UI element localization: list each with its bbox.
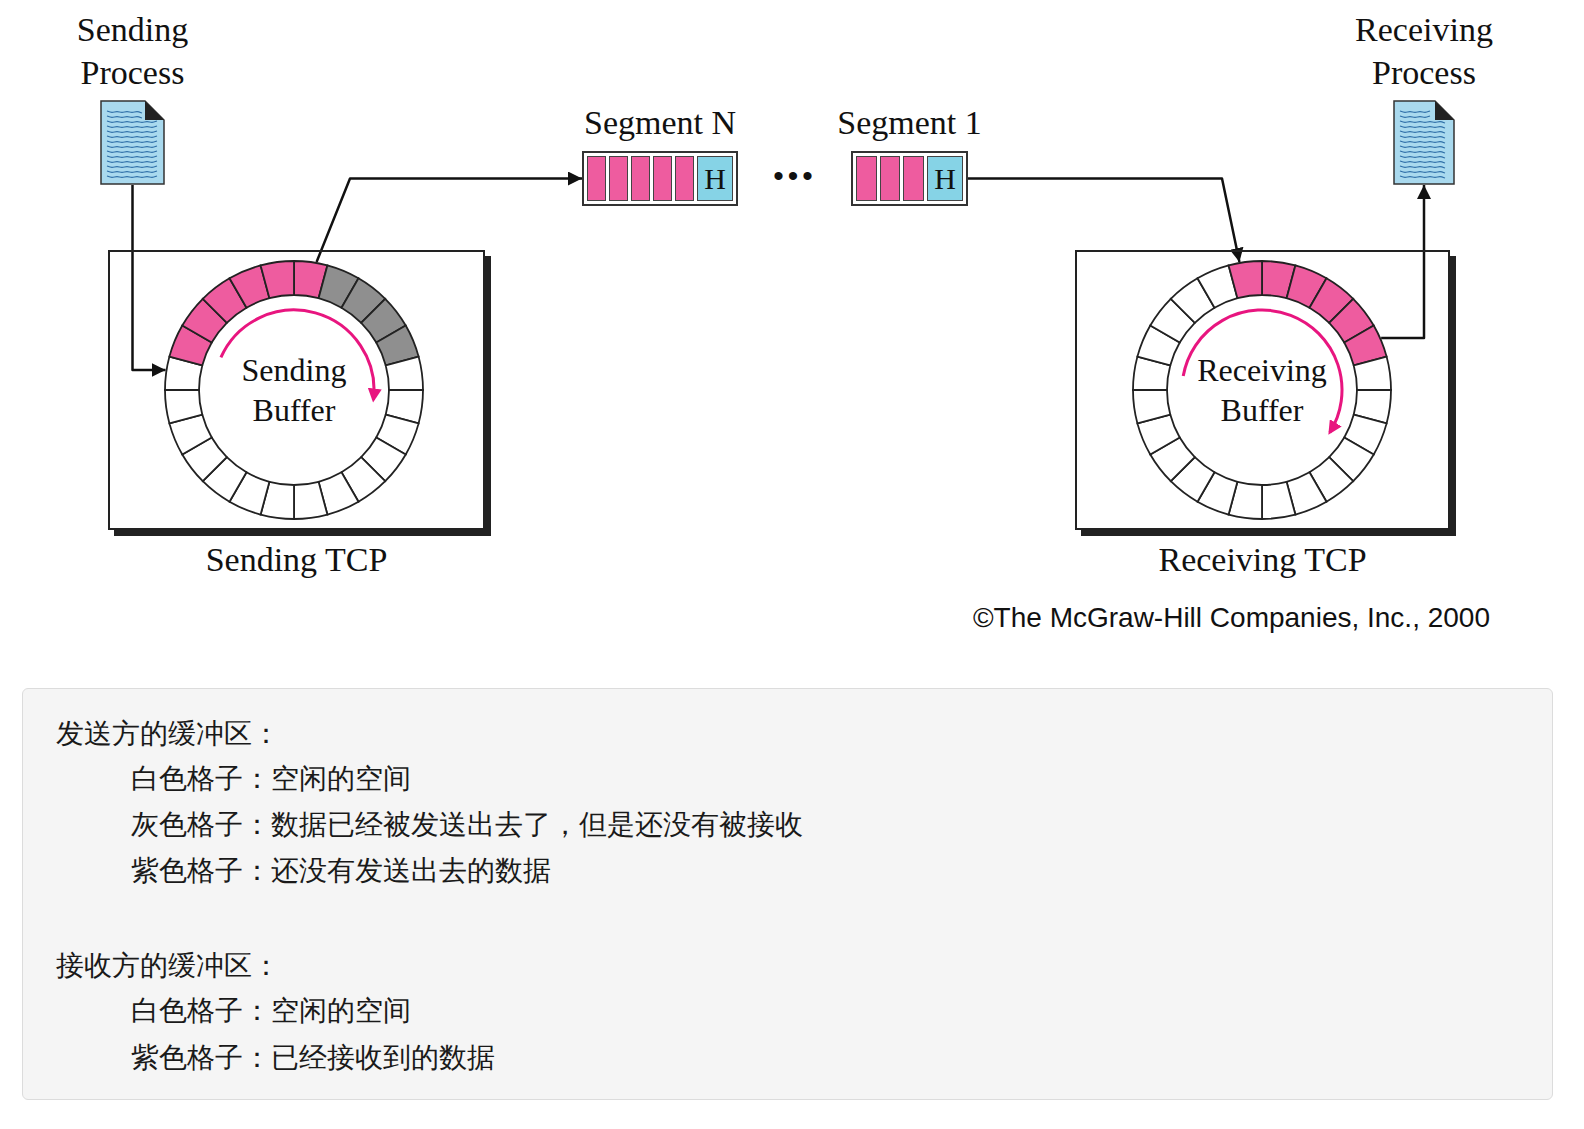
document-line [1400, 171, 1445, 173]
ring-drawing [1132, 260, 1392, 520]
document-line [107, 156, 157, 157]
document-line [107, 141, 157, 142]
buffer-cell [386, 357, 423, 390]
document-line [107, 116, 142, 118]
document-line [1400, 146, 1445, 148]
buffer-cell [1262, 482, 1295, 519]
segment-label: Segment N [584, 103, 736, 143]
data-cell [609, 156, 628, 201]
document-line [107, 146, 157, 147]
ellipsis-mark: ••• [773, 158, 817, 194]
note-line: 接收方的缓冲区： [56, 946, 280, 986]
header-label: H [704, 164, 726, 194]
copyright-note: ©The McGraw-Hill Companies, Inc., 2000 [973, 600, 1490, 636]
process-label: Sending Process [48, 8, 218, 94]
buffer-cell [294, 482, 327, 519]
note-line: 发送方的缓冲区： [56, 714, 280, 754]
document-line [1400, 121, 1445, 123]
process-label: Receiving Process [1339, 8, 1509, 94]
document-line [107, 121, 157, 122]
document-line [1400, 161, 1445, 163]
buffer-cell [165, 390, 202, 423]
document-line [1400, 176, 1445, 178]
buffer-ring: Receiving Buffer [1132, 260, 1392, 520]
tcp-box: Sending BufferSending TCP [108, 250, 485, 530]
document-line [107, 111, 142, 113]
document-line [1400, 116, 1430, 117]
flow-arrow [1381, 185, 1424, 338]
tcp-box: Receiving BufferReceiving TCP [1075, 250, 1450, 530]
note-line: 灰色格子：数据已经被发送出去了，但是还没有被接收 [131, 805, 803, 845]
document-line [1400, 111, 1430, 112]
tcp-label: Sending TCP [206, 540, 388, 580]
process-document: Receiving Process [1393, 100, 1455, 185]
buffer-label: Receiving Buffer [1182, 350, 1342, 430]
note-line: 紫色格子：还没有发送出去的数据 [131, 851, 551, 891]
buffer-ring: Sending Buffer [164, 260, 424, 520]
document-line [1400, 131, 1445, 133]
segment-box: HSegment 1 [851, 151, 968, 206]
header-cell: H [697, 156, 733, 201]
document-fold [145, 101, 164, 120]
document-line [107, 176, 157, 177]
document-line [1400, 126, 1445, 128]
data-cell [631, 156, 650, 201]
buffer-cell [1133, 390, 1170, 423]
document-line [107, 151, 157, 152]
document-icon [1393, 100, 1455, 185]
document-line [107, 126, 157, 127]
data-cell [880, 156, 901, 201]
note-line: 白色格子：空闲的空间 [131, 991, 411, 1031]
document-line [1400, 156, 1445, 158]
buffer-cell [261, 261, 294, 298]
segment-box: HSegment N [582, 151, 738, 206]
document-line [1400, 166, 1445, 168]
document-line [107, 136, 157, 137]
process-document: Sending Process [100, 100, 165, 185]
data-cell [903, 156, 924, 201]
document-line [1400, 151, 1445, 153]
buffer-label: Sending Buffer [214, 350, 374, 430]
data-cell [653, 156, 672, 201]
document-line [107, 161, 157, 162]
data-cell [856, 156, 877, 201]
document-icon [100, 100, 165, 185]
header-label: H [934, 164, 956, 194]
document-line [1400, 141, 1445, 143]
document-line [107, 166, 157, 167]
note-panel: 发送方的缓冲区：白色格子：空闲的空间灰色格子：数据已经被发送出去了，但是还没有被… [22, 688, 1553, 1100]
document-fold [1435, 101, 1454, 120]
document-line [1400, 136, 1445, 138]
note-line: 白色格子：空闲的空间 [131, 759, 411, 799]
data-cell [587, 156, 606, 201]
data-cell [675, 156, 694, 201]
document-body [101, 101, 164, 184]
flow-arrow [133, 185, 166, 370]
buffer-cell [1354, 357, 1391, 390]
document-line [107, 131, 157, 132]
buffer-cell [1229, 261, 1262, 298]
note-line: 紫色格子：已经接收到的数据 [131, 1038, 495, 1078]
document-body [1394, 101, 1454, 184]
header-cell: H [927, 156, 963, 201]
document-line [107, 171, 157, 172]
tcp-label: Receiving TCP [1158, 540, 1366, 580]
segment-label: Segment 1 [837, 103, 981, 143]
ring-drawing [164, 260, 424, 520]
